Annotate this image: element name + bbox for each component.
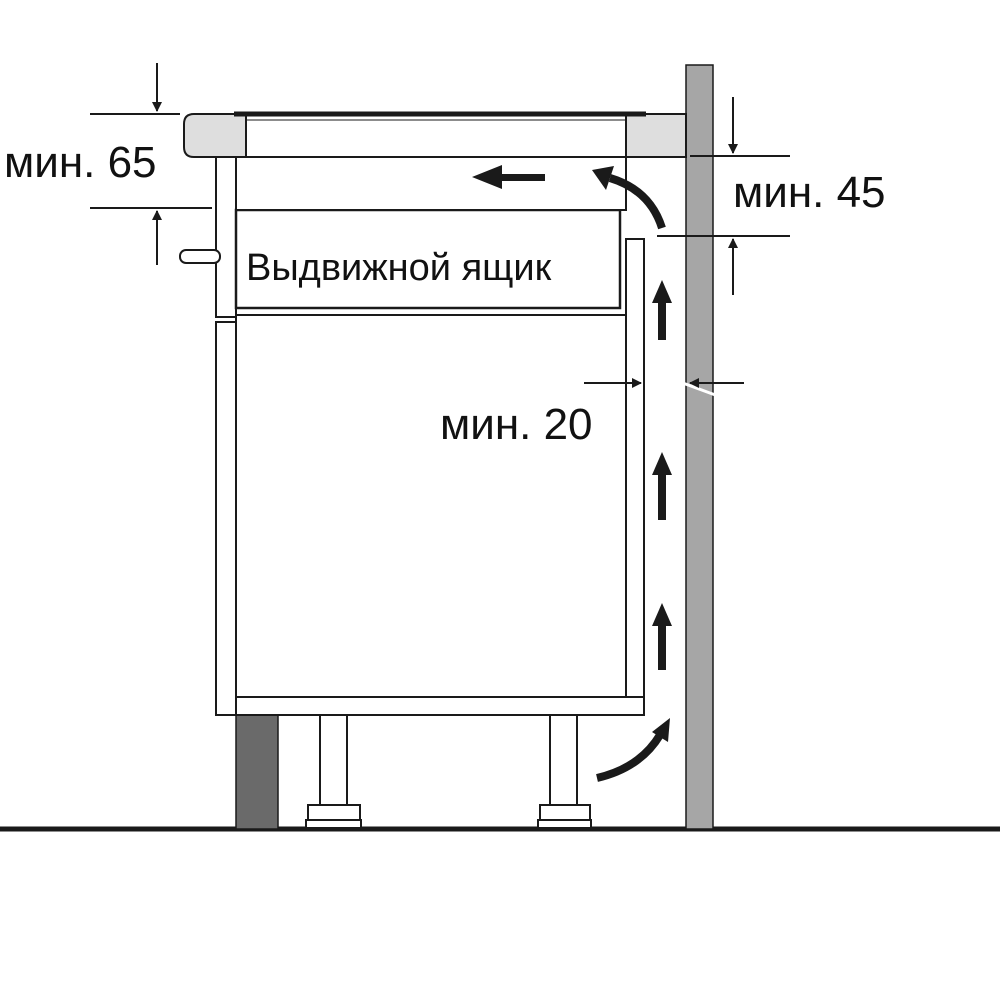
cabinet-base xyxy=(235,696,645,716)
cabinet-back-panel xyxy=(625,238,645,698)
airflow-arrows xyxy=(472,165,672,670)
cabinet-front-frame-top xyxy=(215,156,237,318)
wall xyxy=(685,64,714,830)
dimension-min-65 xyxy=(90,63,212,265)
cabinet-leg-left xyxy=(305,714,362,829)
airflow-curve-top xyxy=(608,174,666,230)
airflow-curve-bottom-head xyxy=(652,718,670,742)
airflow-curve-bottom xyxy=(596,732,664,782)
label-drawer: Выдвижной ящик xyxy=(246,247,552,289)
cabinet-leg-right xyxy=(537,714,592,829)
hob-body xyxy=(235,156,627,211)
wall-gap-marker xyxy=(679,380,719,398)
airflow-curve-top-head xyxy=(592,166,614,190)
label-min-65: мин. 65 xyxy=(4,138,157,187)
worktop-end-left xyxy=(183,113,247,158)
drawer xyxy=(234,208,622,310)
cabinet-door xyxy=(235,314,627,698)
cabinet-front-frame-bottom xyxy=(215,321,237,716)
label-min-20: мин. 20 xyxy=(440,400,593,449)
drawer-handle xyxy=(179,249,221,264)
dimension-min-45 xyxy=(657,97,790,295)
worktop xyxy=(245,113,627,158)
label-min-45: мин. 45 xyxy=(733,168,886,217)
worktop-end-right xyxy=(625,113,687,158)
plinth xyxy=(235,714,279,830)
